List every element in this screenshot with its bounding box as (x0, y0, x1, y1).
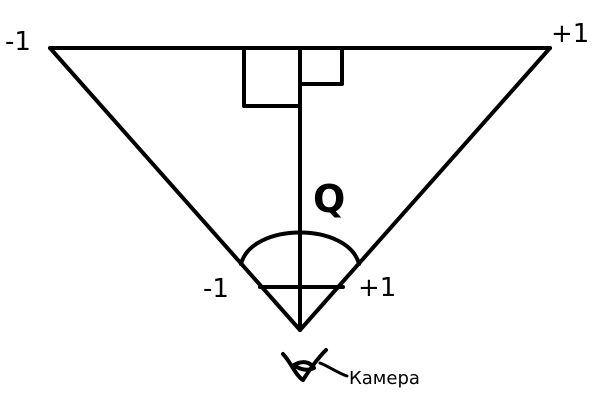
fov-arc (239, 230, 361, 266)
camera-eye-icon (281, 348, 328, 382)
q-label: Q (313, 177, 346, 221)
camera-pointer-line (318, 361, 349, 378)
far-left-label: -1 (5, 27, 31, 57)
camera-label: Камера (349, 368, 420, 389)
near-right-label: +1 (358, 273, 397, 303)
far-right-label: +1 (551, 19, 590, 49)
right-angle-marker-icon (242, 46, 302, 108)
right-angle-marker-icon-small (298, 46, 344, 86)
near-left-label: -1 (203, 274, 229, 304)
frustum-right-edge (298, 46, 552, 332)
frustum-left-edge (48, 46, 302, 332)
